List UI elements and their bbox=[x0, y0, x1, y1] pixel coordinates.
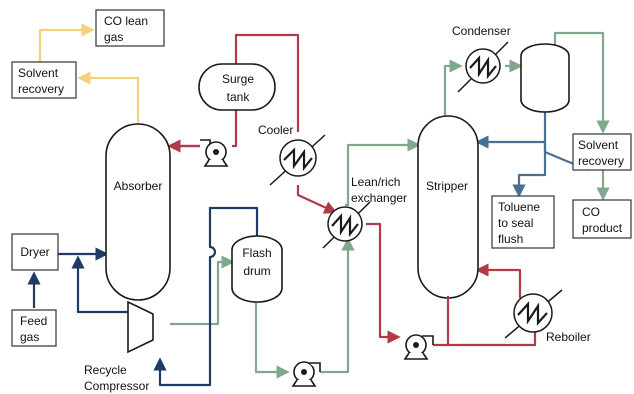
condenser-drum bbox=[520, 43, 570, 113]
reboiler-exchanger bbox=[504, 289, 563, 339]
stream-reflux bbox=[475, 112, 589, 198]
stream-lean-solvent bbox=[167, 33, 537, 347]
absorber-label: Absorber bbox=[114, 179, 163, 193]
stream-absorber-overhead bbox=[38, 23, 140, 124]
dryer-box: Dryer bbox=[11, 233, 59, 271]
solvent-recovery-left-label-2: recovery bbox=[18, 82, 64, 96]
absorber-column: Absorber bbox=[105, 123, 171, 301]
rich-pump bbox=[291, 361, 321, 387]
lean-rich-label-2: exchanger bbox=[351, 191, 407, 205]
dryer-label: Dryer bbox=[20, 245, 49, 259]
co-lean-gas-label-2: gas bbox=[104, 30, 123, 44]
feed-gas-box: Feed gas bbox=[11, 309, 57, 347]
flash-drum: Flash drum bbox=[231, 235, 283, 303]
feed-gas-label-1: Feed bbox=[20, 314, 47, 328]
solvent-recovery-right-box: Solvent recovery bbox=[572, 133, 632, 171]
recycle-compressor bbox=[127, 300, 154, 354]
condenser-exchanger bbox=[457, 41, 509, 93]
flash-drum-label-2: drum bbox=[243, 264, 270, 278]
cooler-label: Cooler bbox=[258, 123, 293, 137]
recycle-compressor-label-2: Compressor bbox=[84, 379, 149, 393]
lean-rich-exchanger bbox=[322, 201, 371, 249]
surge-tank-label-2: tank bbox=[227, 90, 251, 104]
lean-rich-label-1: Lean/rich bbox=[351, 175, 400, 189]
toluene-box: Toluene to seal flush bbox=[491, 195, 555, 249]
reboiler-label: Reboiler bbox=[546, 330, 591, 344]
co-product-label-1: CO bbox=[582, 205, 600, 219]
recycle-compressor-label-1: Recycle bbox=[84, 363, 127, 377]
surge-tank: Surge tank bbox=[198, 63, 276, 111]
toluene-label-1: Toluene bbox=[498, 200, 540, 214]
solvent-recovery-right-label-1: Solvent bbox=[578, 138, 619, 152]
lean-pump bbox=[200, 139, 229, 167]
stream-rich-solvent bbox=[170, 31, 610, 379]
feed-gas-label-2: gas bbox=[20, 330, 39, 344]
co-product-box: CO product bbox=[572, 199, 632, 239]
solvent-recovery-right-label-2: recovery bbox=[578, 154, 624, 168]
solvent-recovery-left-box: Solvent recovery bbox=[11, 61, 77, 99]
flash-drum-label-1: Flash bbox=[242, 246, 271, 260]
co-lean-gas-box: CO lean gas bbox=[95, 9, 165, 47]
condenser-label: Condenser bbox=[452, 24, 511, 38]
toluene-label-2: to seal bbox=[498, 216, 533, 230]
surge-tank-label-1: Surge bbox=[222, 72, 254, 86]
co-lean-gas-label-1: CO lean bbox=[104, 14, 148, 28]
stream-gas-recycle bbox=[27, 206, 259, 387]
solvent-recovery-left-label-1: Solvent bbox=[18, 66, 59, 80]
cooler-exchanger bbox=[269, 134, 326, 186]
stripper-column: Stripper bbox=[417, 115, 479, 299]
stripper-bottoms-pump bbox=[403, 334, 434, 360]
stripper-label: Stripper bbox=[426, 179, 468, 193]
toluene-label-3: flush bbox=[498, 232, 523, 246]
co-product-label-2: product bbox=[582, 221, 623, 235]
